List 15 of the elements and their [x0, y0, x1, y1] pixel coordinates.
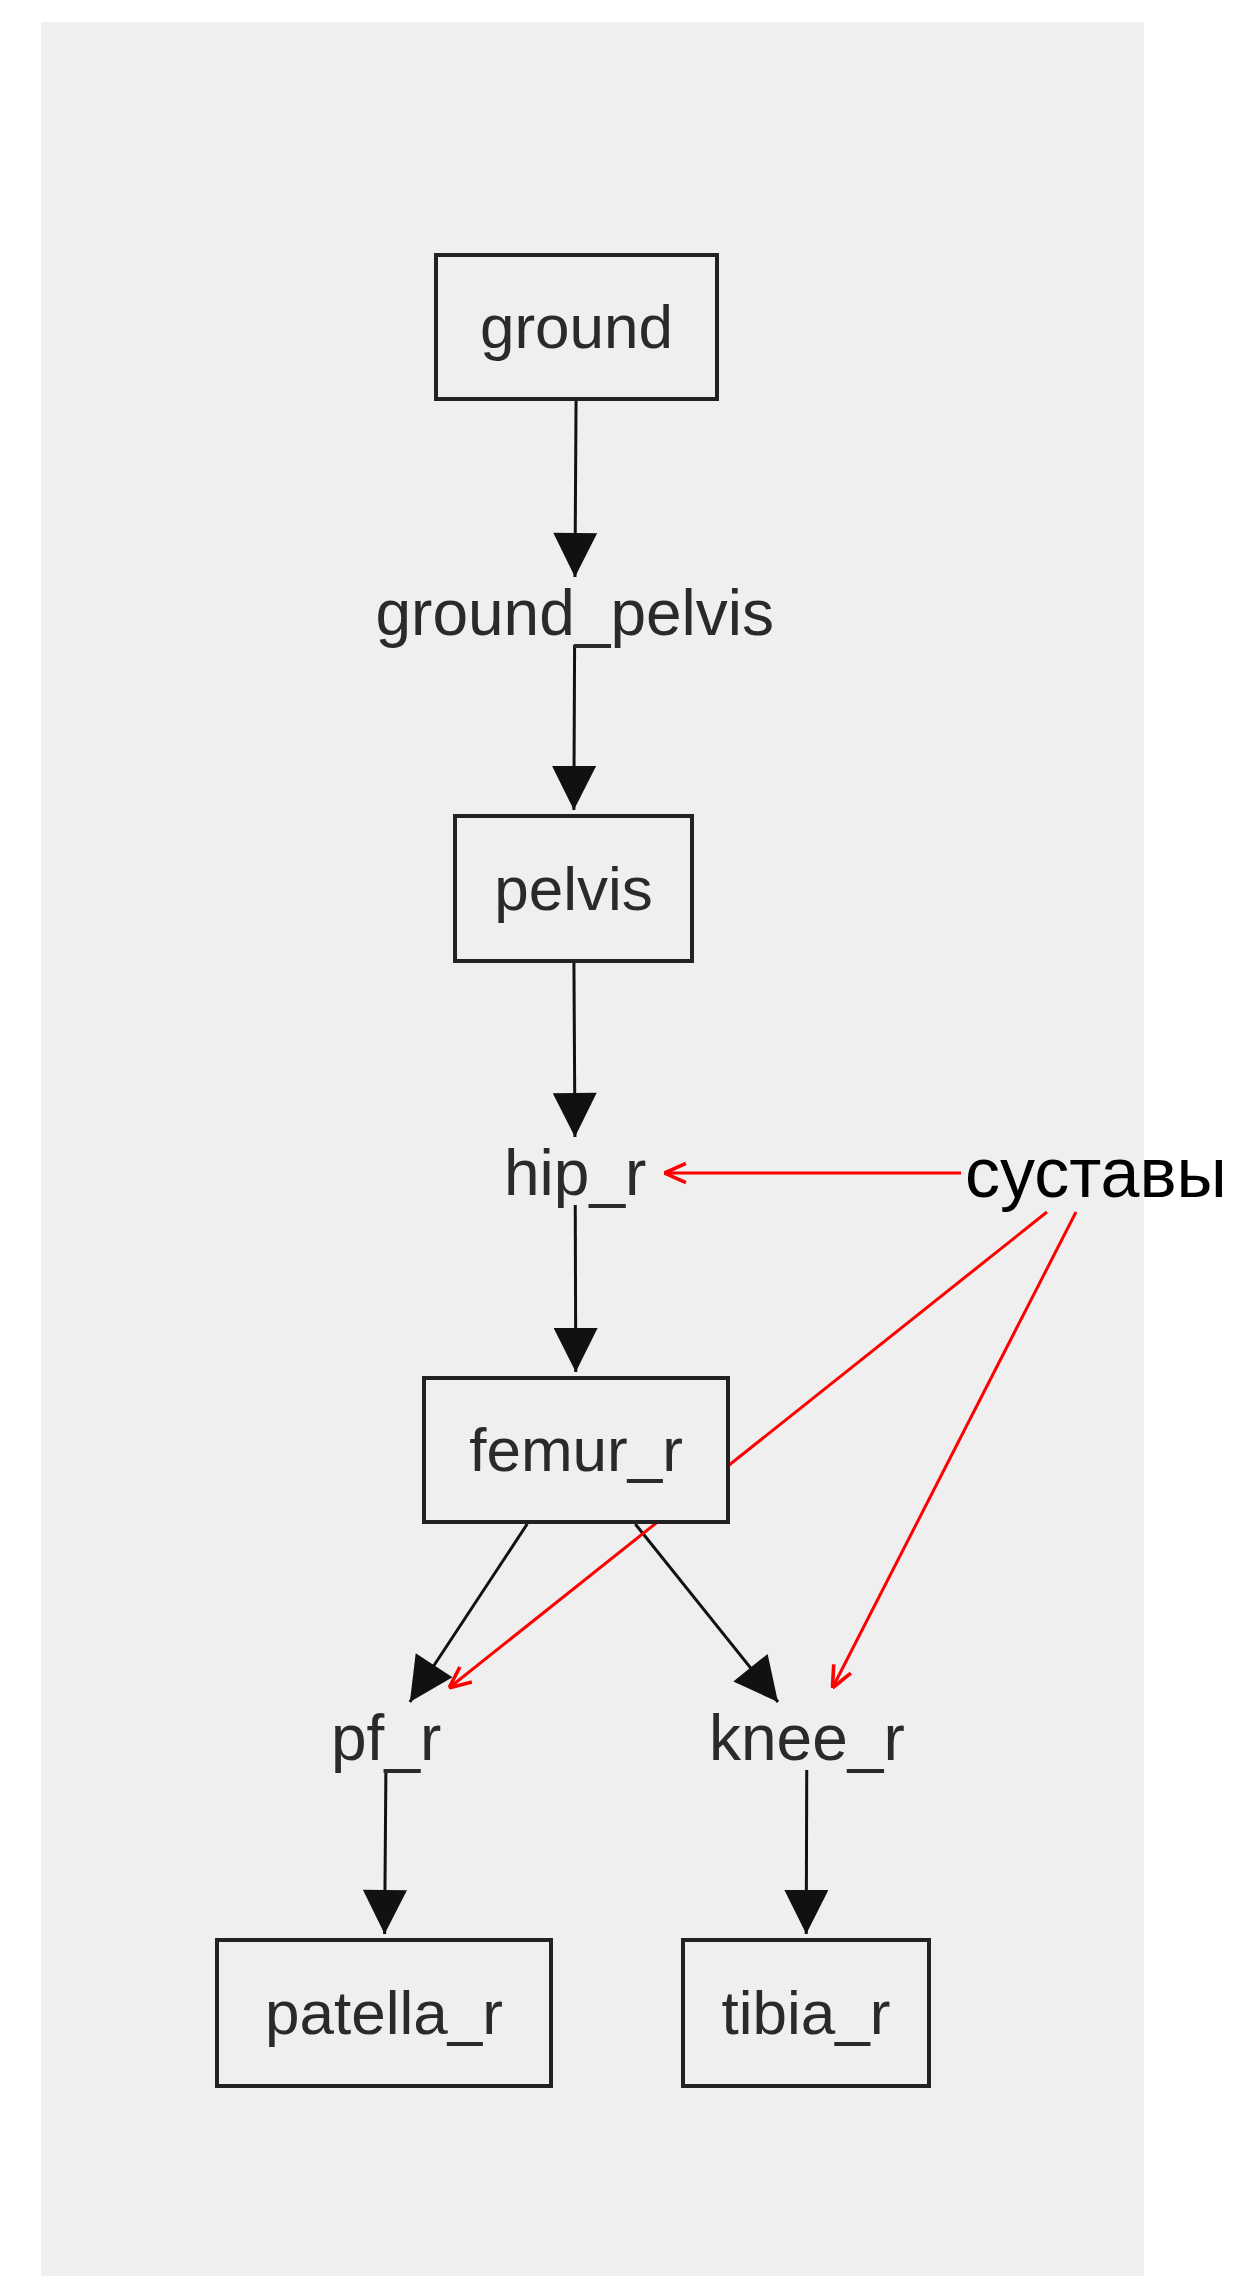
- body-box: tibia_r: [681, 1938, 931, 2088]
- arrow: [634, 1523, 780, 1703]
- arrow: [552, 645, 597, 810]
- arrow: [552, 963, 597, 1137]
- body-box: patella_r: [215, 1938, 553, 2088]
- arrow: [408, 1523, 529, 1703]
- arrow: [553, 1205, 598, 1372]
- arrow: [362, 1770, 407, 1934]
- body-box: ground: [434, 253, 719, 401]
- arrow: [784, 1770, 829, 1934]
- leader-arrow: [830, 1211, 1078, 1690]
- arrow: [553, 401, 598, 577]
- body-box: pelvis: [453, 814, 694, 963]
- body-box: femur_r: [422, 1376, 730, 1524]
- leader-arrow: [662, 1161, 961, 1185]
